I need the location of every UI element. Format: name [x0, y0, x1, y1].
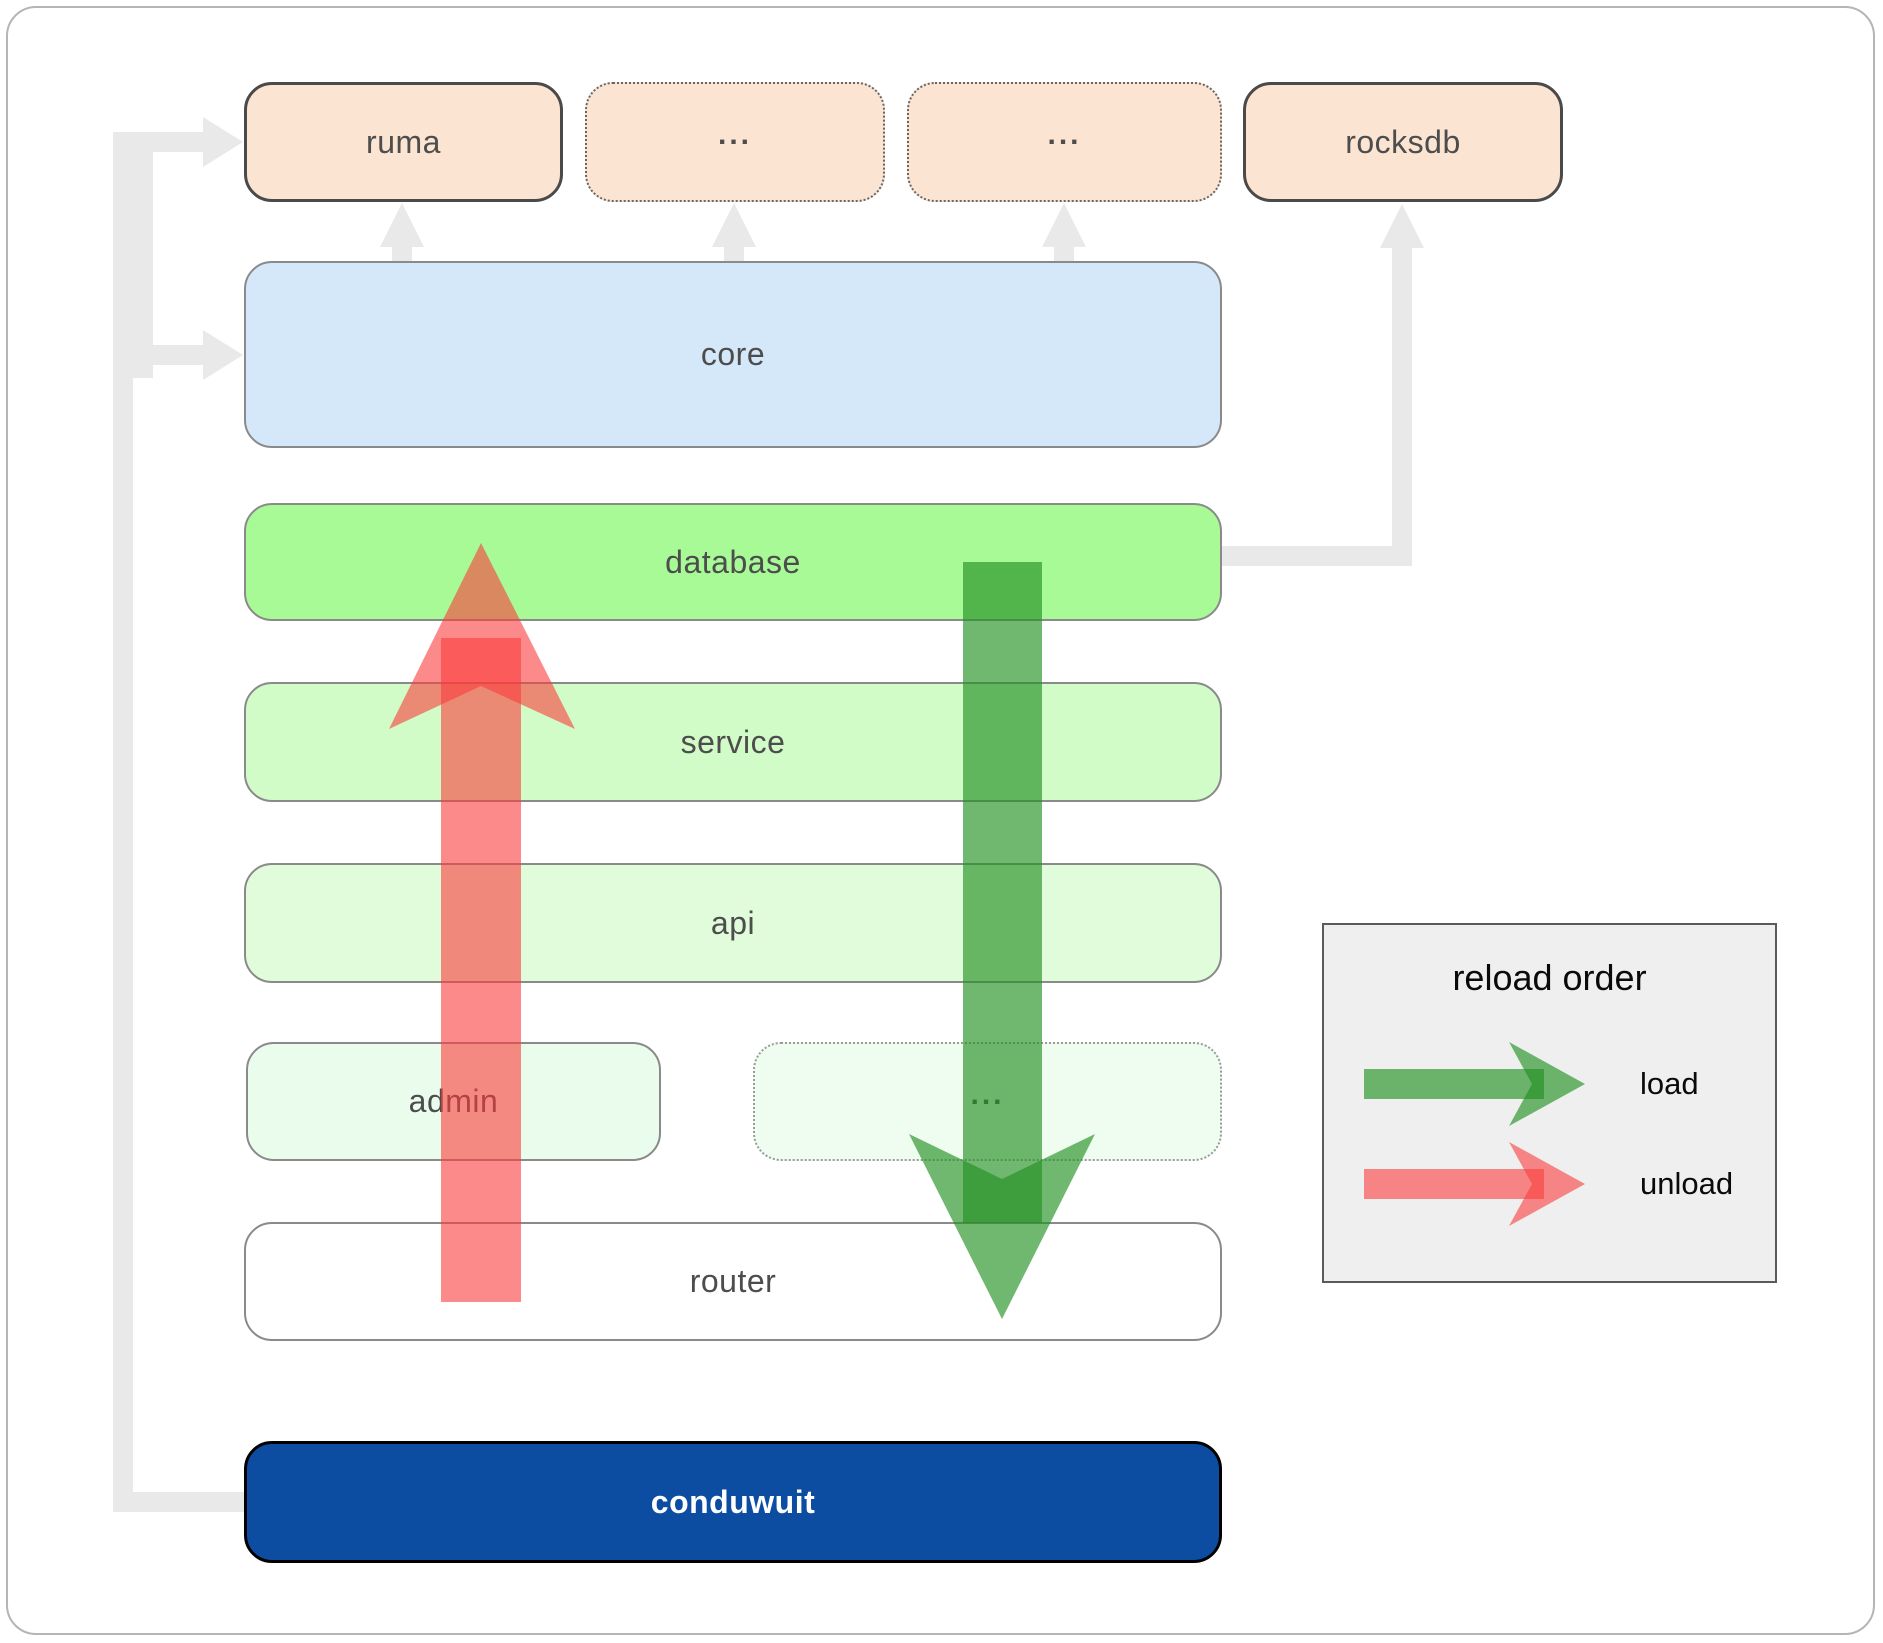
database-label: database: [665, 543, 801, 580]
layer-box-router: router: [244, 1222, 1222, 1341]
layer-box-service: service: [244, 682, 1222, 802]
ellipsis-admin-row-label: ...: [970, 1077, 1005, 1111]
core-label: core: [700, 336, 766, 372]
rocksdb-label: rocksdb: [1345, 123, 1461, 160]
service-label: service: [680, 723, 786, 760]
legend-row-load: load: [1364, 1039, 1699, 1129]
layer-box-rocksdb: rocksdb: [1243, 82, 1563, 202]
legend-unload-label: unload: [1640, 1166, 1734, 1201]
layer-box-ellipsis-top-2: ...: [907, 82, 1222, 202]
conduwuit-label: conduwuit: [650, 1483, 816, 1520]
legend-panel: reload order load unload: [1322, 923, 1777, 1283]
admin-label: admin: [408, 1083, 499, 1119]
layer-box-core: core: [244, 261, 1222, 448]
legend-load-label: load: [1640, 1066, 1699, 1101]
layer-box-database: database: [244, 503, 1222, 621]
layer-box-ellipsis-admin-row: ...: [753, 1042, 1222, 1161]
api-label: api: [710, 904, 756, 941]
legend-title: reload order: [1452, 957, 1647, 998]
layer-box-admin: admin: [246, 1042, 661, 1161]
layer-box-ellipsis-top-1: ...: [585, 82, 885, 202]
layer-box-api: api: [244, 863, 1222, 983]
ellipsis-top-2-label: ...: [1047, 118, 1082, 152]
load-arrow-legend-icon: [1364, 1042, 1585, 1126]
legend-row-unload: unload: [1364, 1139, 1733, 1229]
layer-box-ruma: ruma: [244, 82, 563, 202]
ellipsis-top-1-label: ...: [717, 118, 752, 152]
router-label: router: [689, 1263, 777, 1299]
layer-box-conduwuit: conduwuit: [244, 1441, 1222, 1563]
outer-frame: [6, 6, 1875, 1635]
ruma-label: ruma: [366, 123, 441, 160]
unload-arrow-legend-icon: [1364, 1142, 1585, 1226]
